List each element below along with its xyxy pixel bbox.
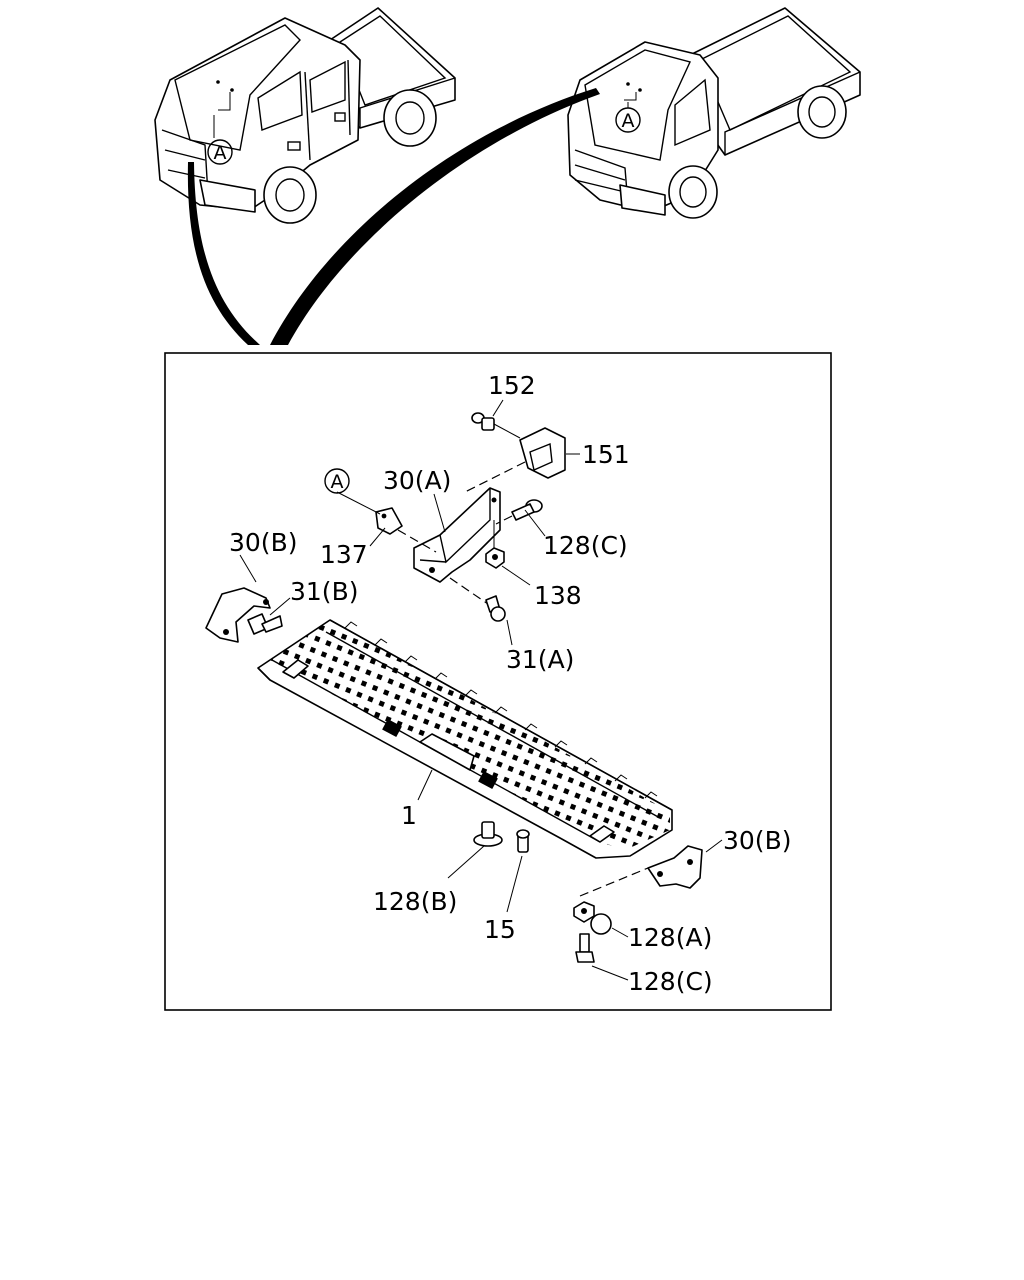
- callout-a-right-label: A: [622, 110, 635, 132]
- truck-single-cab: [567, 7, 861, 219]
- part-128c-top-bolt: [495, 499, 543, 525]
- part-137-clip: [375, 507, 403, 535]
- label-30a: 30(A): [383, 466, 451, 495]
- label-1: 1: [401, 801, 417, 830]
- label-31a: 31(A): [506, 645, 574, 674]
- label-152: 152: [488, 371, 536, 400]
- part-128c-bottom-bolt: [575, 933, 595, 963]
- part-138-nut: [485, 520, 505, 569]
- callout-a-right: A: [615, 107, 641, 133]
- part-labels: 152 151 30(A) 30(B) 137 31(B) 128(C) 138…: [229, 371, 791, 996]
- leader-lines: [239, 399, 723, 981]
- part-128b-clip: [473, 821, 503, 847]
- label-30b-top: 30(B): [229, 528, 297, 557]
- part-30a-bracket: [397, 487, 501, 583]
- label-128b: 128(B): [373, 887, 457, 916]
- part-1-trim-panel: [257, 619, 673, 859]
- part-30b-top-bracket: [205, 587, 271, 643]
- label-137: 137: [320, 540, 368, 569]
- part-31a-bolt: [449, 577, 506, 622]
- label-30b-bottom: 30(B): [723, 826, 791, 855]
- part-128a-nut: [573, 901, 612, 935]
- part-15-fastener: [516, 829, 530, 853]
- label-15: 15: [484, 915, 516, 944]
- callout-a-left: A: [207, 139, 233, 165]
- part-30b-bottom-bracket: [579, 845, 703, 897]
- connector-curves: [187, 88, 600, 345]
- part-152-clip: [471, 412, 521, 439]
- callout-a-detail-label: A: [331, 471, 344, 493]
- detail-frame: [164, 352, 832, 1011]
- truck-crew-cab: [154, 7, 456, 224]
- label-128c-top: 128(C): [543, 531, 628, 560]
- label-138: 138: [534, 581, 582, 610]
- label-151: 151: [582, 440, 630, 469]
- callout-a-detail: A: [324, 468, 350, 494]
- label-128a: 128(A): [628, 923, 712, 952]
- label-128c-bottom: 128(C): [628, 967, 713, 996]
- label-31b: 31(B): [290, 577, 358, 606]
- callout-a-left-label: A: [214, 142, 227, 164]
- part-151-bracket: [464, 427, 566, 493]
- part-31b-bolt: [247, 613, 283, 635]
